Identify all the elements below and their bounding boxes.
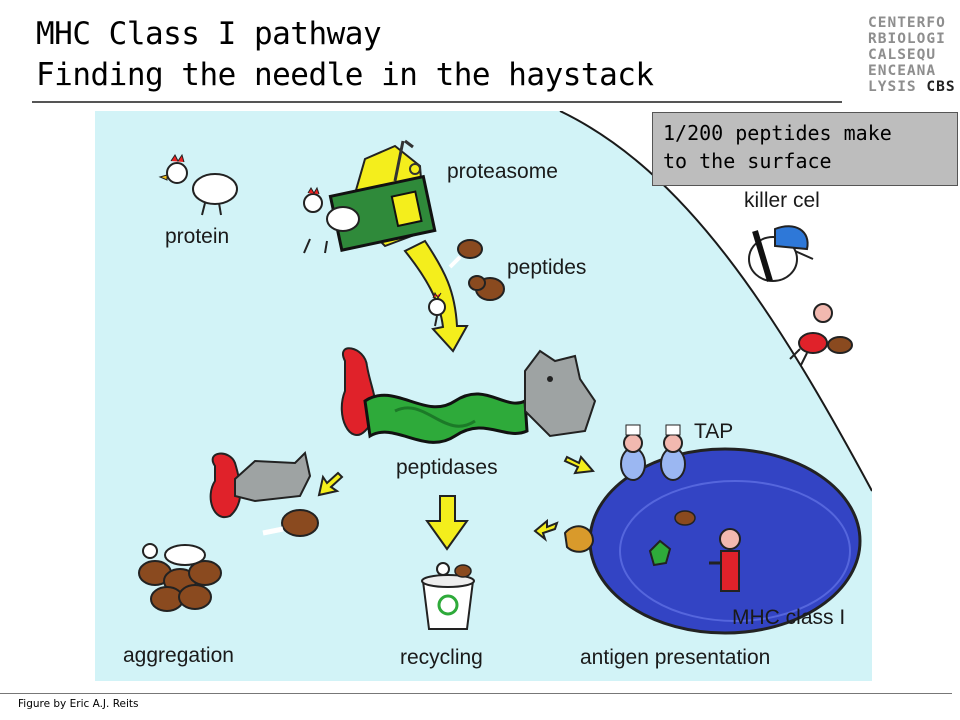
label-peptidases: peptidases <box>396 456 498 479</box>
figure-credit: Figure by Eric A.J. Reits <box>18 698 139 710</box>
mhc-pathway-diagram <box>95 111 872 681</box>
peptide-inside-mhc <box>674 510 696 526</box>
label-proteasome: proteasome <box>447 160 558 183</box>
logo-row-2: RBIOLOGI <box>868 31 946 47</box>
title-line-1: MHC Class I pathway <box>36 16 382 52</box>
label-peptides: peptides <box>507 256 587 279</box>
exported-peptide-icon <box>563 525 595 553</box>
logo-brand: CBS <box>926 79 956 95</box>
footer-divider <box>0 693 952 694</box>
peptidases-icon <box>340 347 597 444</box>
peptide-fragment-icons <box>428 239 505 327</box>
mhc-chef-icon <box>709 528 741 592</box>
page-title: MHC Class I pathway Finding the needle i… <box>36 14 654 96</box>
cbs-logo: CENTERFO RBIOLOGI CALSEQU ENCEANA LYSIS … <box>868 15 956 95</box>
logo-row-5-prefix: LYSIS <box>868 79 927 95</box>
proteasome-icon <box>303 139 437 254</box>
callout-line-2: to the surface <box>663 149 832 173</box>
tap-arrow <box>563 455 595 475</box>
label-mhc-class-i: MHC class I <box>732 606 846 629</box>
recycling-bin-icon <box>421 562 475 630</box>
label-tap: TAP <box>694 420 734 443</box>
peptide-surface-callout: 1/200 peptides make to the surface <box>652 112 958 186</box>
cell-membrane <box>560 111 872 491</box>
title-line-2: Finding the needle in the haystack <box>36 57 654 93</box>
killer-cell-icon <box>748 225 814 282</box>
label-aggregation: aggregation <box>123 644 234 667</box>
title-divider <box>32 101 842 103</box>
logo-row-3: CALSEQU <box>868 47 937 63</box>
callout-line-1: 1/200 peptides make <box>663 121 892 145</box>
logo-row-1: CENTERFO <box>868 15 946 31</box>
label-killer-cell: killer cel <box>744 189 820 212</box>
protein-chicken-icon <box>158 153 238 216</box>
aggregation-wolf-icon <box>209 450 319 537</box>
running-person-icon <box>789 303 853 366</box>
mhc-export-arrow <box>533 518 559 542</box>
green-creature-icon <box>648 539 672 567</box>
recycling-arrow <box>425 495 469 551</box>
label-protein: protein <box>165 225 230 248</box>
cell-membrane-line <box>559 111 872 492</box>
logo-row-5: LYSIS CBS <box>868 79 956 95</box>
logo-row-4: ENCEANA <box>868 63 937 79</box>
aggregation-arrow <box>317 471 344 497</box>
label-recycling: recycling <box>400 646 483 669</box>
label-antigen-presentation: antigen presentation <box>580 646 771 669</box>
aggregation-pile-icon <box>138 543 222 612</box>
tap-guards-icon <box>620 424 686 481</box>
